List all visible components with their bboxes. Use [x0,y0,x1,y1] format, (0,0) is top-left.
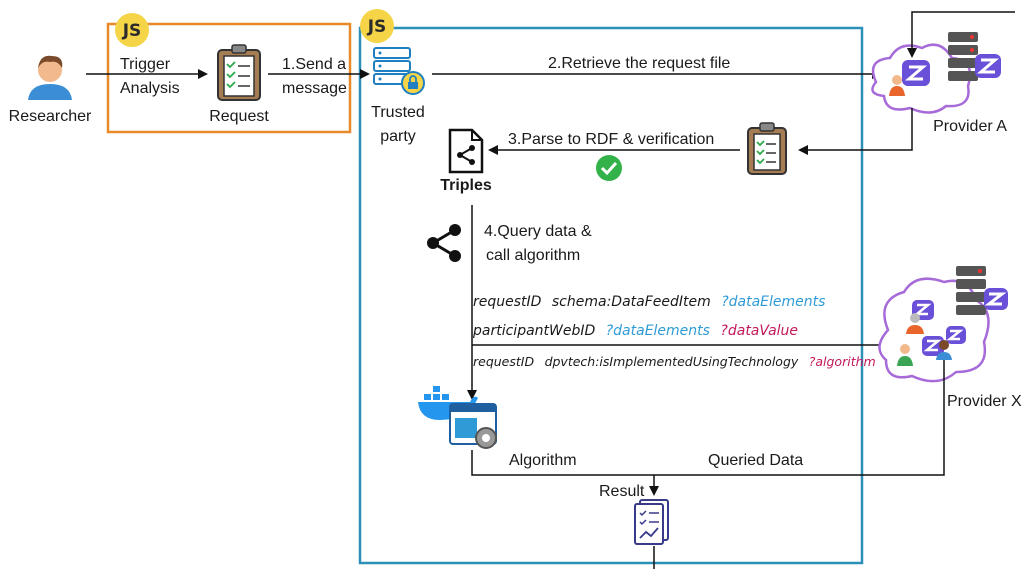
person-icon [889,75,905,96]
js-badge-left: JS [115,13,149,47]
query-label-1: 4.Query data & [484,223,592,240]
researcher-label: Researcher [9,108,92,125]
algorithm-label: Algorithm [509,452,577,469]
server-lock-icon [373,47,425,95]
client-frame [106,22,352,134]
query-row-2: participantWebID ?dataElements ?dataValu… [472,322,798,339]
solid-icon [902,60,930,86]
provider-x-label: Provider X [947,393,1022,410]
provider-a-label: Provider A [933,118,1007,135]
query-row-1: requestID schema:DataFeedItem ?dataEleme… [473,293,825,310]
clipboard-icon [217,44,261,101]
trigger-label: Trigger [120,56,171,73]
person-icon [28,55,72,100]
server-stack-icon [956,266,1008,315]
clipboard-icon [747,122,787,175]
solid-icon [912,300,966,356]
queried-data-label: Queried Data [708,452,803,469]
query-label-2: call algorithm [486,247,580,264]
triples-doc-icon [448,128,484,174]
parse-label: 3.Parse to RDF & verification [508,131,714,148]
cloud-icon [878,277,990,383]
retrieve-label: 2.Retrieve the request file [548,55,730,72]
request-label: Request [209,108,269,125]
analysis-label: Analysis [120,80,180,97]
svg-text:JS: JS [367,17,387,37]
message-label: message [282,80,347,97]
js-badge-trusted: JS [360,9,394,43]
query-row-3: requestID dpvtech:isImplementedUsingTech… [473,353,876,370]
check-icon [596,155,622,181]
trusted-label: Trusted [371,104,425,121]
report-icon [634,499,669,545]
share-icon [427,224,461,262]
triples-label: Triples [440,177,492,194]
gear-icon [449,403,497,449]
trusted-party-frame [358,26,864,565]
party-label: party [380,128,416,145]
send-label: 1.Send a [282,56,346,73]
server-stack-icon [948,32,1001,81]
result-label: Result [599,483,645,500]
person-icon [897,313,952,366]
svg-text:JS: JS [122,21,142,41]
